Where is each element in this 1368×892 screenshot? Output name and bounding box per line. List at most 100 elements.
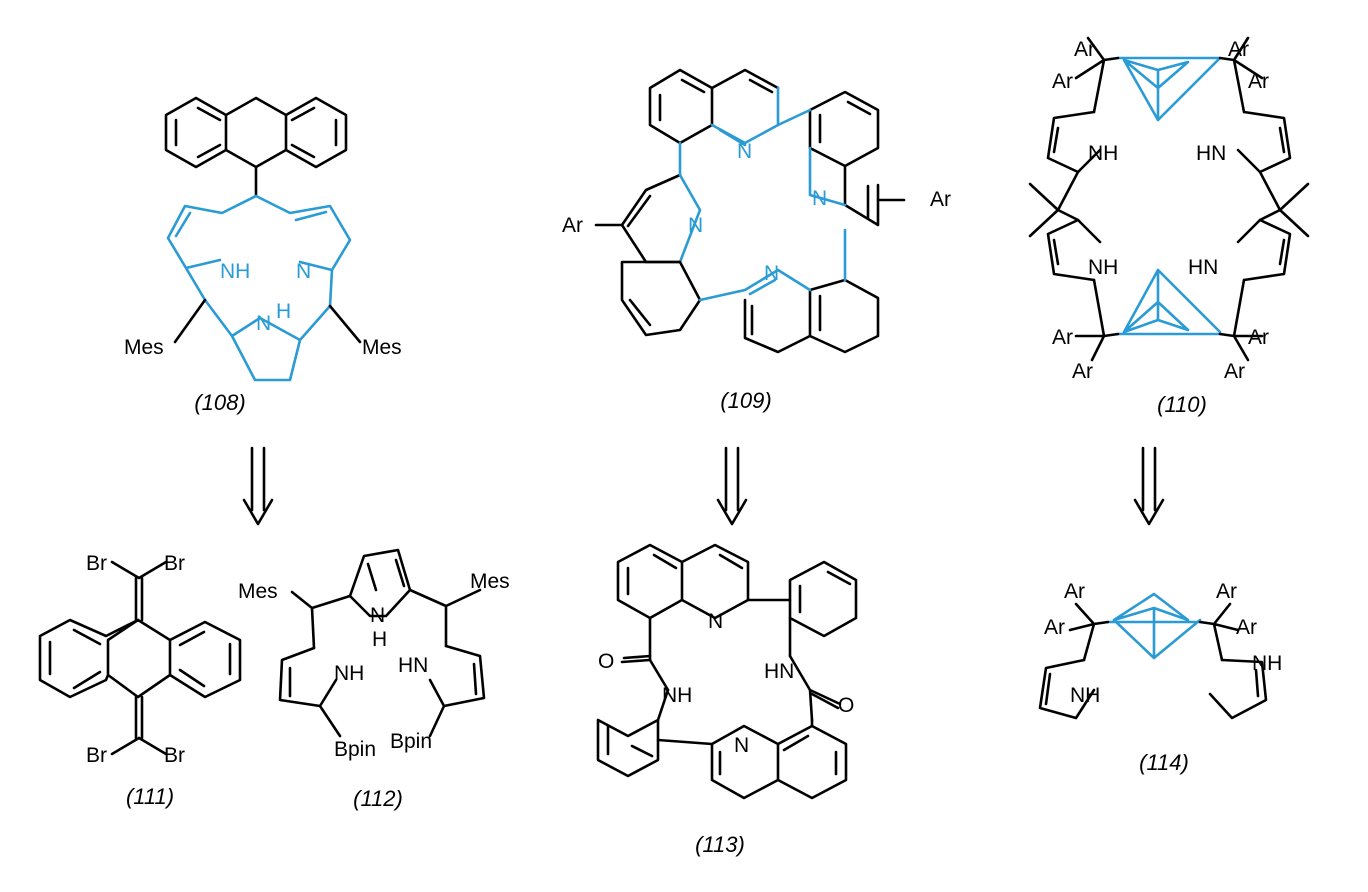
methine-left (290, 590, 352, 650)
pyrrole-bottom-left (1046, 218, 1102, 282)
compound-label-110: (110) (1157, 392, 1207, 417)
pyrrole-left (1038, 658, 1096, 720)
atom-n-center: N (370, 604, 385, 627)
quinoline-bottom-n-ring (698, 228, 847, 302)
atom-nh: NH (220, 260, 250, 283)
bicyclopentane-bottom (1116, 268, 1222, 336)
quaternary-carbons-top (1074, 36, 1264, 114)
atom-h-center: H (372, 628, 387, 651)
quinoline-left-n-ring (678, 141, 702, 264)
dibromomethylene-top (110, 560, 168, 622)
quinoline-top-benzo (648, 68, 714, 145)
atom-n: N (296, 260, 311, 283)
anthracene-ring-middle (224, 96, 288, 169)
substituent-ar-4: Ar (1248, 70, 1269, 93)
compound-label-113: (113) (695, 832, 745, 857)
methine-right (408, 588, 482, 648)
anthracene-ring-right (284, 96, 348, 169)
quinoline-right-n-ring (776, 108, 847, 207)
atom-n-left: N (688, 214, 703, 237)
quinoline-left-benzo (620, 260, 702, 337)
compound-108: NH N N H Mes Mes (108) (124, 96, 402, 415)
phenyl-left (596, 718, 660, 778)
anthracene-ring-left (164, 96, 228, 169)
quinoline-right-pyridine (843, 164, 880, 227)
substituent-ar-right: Ar (930, 188, 951, 211)
compound-label-114: (114) (1139, 750, 1189, 775)
retrosynthesis-arrow-110 (1133, 446, 1165, 526)
quinoline-bottom-benzo (808, 278, 880, 354)
quinoline-top-pyridine (710, 68, 780, 94)
atom-h-inner: H (276, 300, 291, 323)
compound-109: N N N N Ar Ar (109) (562, 68, 951, 413)
substituent-ar-5: Ar (1052, 326, 1073, 349)
substituent-mes-left: Mes (238, 580, 278, 603)
atom-nh-left: NH (1070, 684, 1100, 707)
compound-111: Br Br Br Br (111) (38, 552, 242, 809)
substituent-br-4: Br (164, 744, 185, 767)
pyrrole-right (428, 644, 486, 708)
atom-n-top: N (708, 610, 723, 633)
amide-right (788, 654, 842, 722)
quinoline-right-benzo (808, 90, 880, 168)
atom-o-left: O (598, 650, 614, 673)
quaternary-carbons (1068, 602, 1240, 662)
compound-114: Ar Ar Ar Ar NH NH (114) (1038, 580, 1282, 775)
substituent-ar-2: Ar (1052, 70, 1073, 93)
pyrrole-top-right (1236, 110, 1292, 174)
atom-n-top: N (737, 140, 752, 163)
mes-bond-right (328, 304, 362, 344)
link-bottom (656, 688, 814, 746)
compound-112: Mes Mes Bpin Bpin N H NH HN (112) (238, 548, 510, 811)
substituent-ar-4: Ar (1236, 616, 1257, 639)
quaternary-carbons-bottom (1074, 278, 1264, 362)
substituent-ar-3: Ar (1228, 38, 1249, 61)
compound-label-111: (111) (126, 784, 174, 809)
mes-bond-left (173, 298, 207, 344)
atom-n-bottom: N (734, 734, 749, 757)
compound-110: NH HN NH HN Ar Ar Ar Ar Ar Ar Ar Ar (110… (1028, 36, 1310, 417)
compound-113: N N NH HN O O (113) (596, 543, 858, 857)
atom-nh-left: NH (334, 662, 364, 685)
quinoline-top (616, 543, 750, 620)
pyrrole-right (1208, 658, 1268, 720)
substituent-ar-3: Ar (1216, 580, 1237, 603)
bicyclopentane (1106, 592, 1202, 660)
atom-hn-right: HN (398, 654, 428, 677)
quinoline-bottom (710, 724, 848, 800)
dibromomethylene-bottom (110, 695, 168, 756)
substituent-bpin-left: Bpin (334, 738, 376, 761)
substituent-ar-left: Ar (562, 214, 583, 237)
compound-label-112: (112) (353, 786, 403, 811)
quinoline-bottom-pyridine (743, 298, 812, 354)
phenyl-right (788, 560, 858, 638)
quinoline-top-n-ring (710, 86, 780, 147)
quinoline-left-pyridine (620, 173, 682, 264)
amide-left (620, 654, 670, 692)
pyrrole-bottom-right (1236, 218, 1292, 282)
pyrrole-left (278, 646, 338, 708)
atom-hn-bottom-right: HN (1188, 256, 1218, 279)
substituent-ar-1: Ar (1074, 38, 1095, 61)
substituent-ar-1: Ar (1064, 580, 1085, 603)
compound-label-109: (109) (720, 388, 771, 413)
atom-hn-top-right: HN (1196, 142, 1226, 165)
substituent-bpin-right: Bpin (390, 730, 432, 753)
atom-n-inner: N (256, 312, 271, 335)
dimethyl-bridge-right (1258, 170, 1310, 238)
atom-n-bottom: N (764, 262, 779, 285)
link-top (648, 598, 792, 662)
substituent-ar-2: Ar (1044, 616, 1065, 639)
atom-nh-right: NH (1252, 652, 1282, 675)
retrosynthesis-arrow-108 (242, 446, 274, 526)
corrole-core (166, 194, 352, 382)
dihydroanthracene (38, 618, 242, 699)
substituent-mes-left: Mes (124, 336, 164, 359)
substituent-ar-7: Ar (1248, 326, 1269, 349)
compound-label-108: (108) (194, 390, 245, 415)
substituent-ar-8: Ar (1224, 360, 1245, 383)
bpin-bonds (318, 704, 446, 738)
atom-hn-right: HN (764, 660, 794, 683)
substituent-mes-right: Mes (470, 570, 510, 593)
